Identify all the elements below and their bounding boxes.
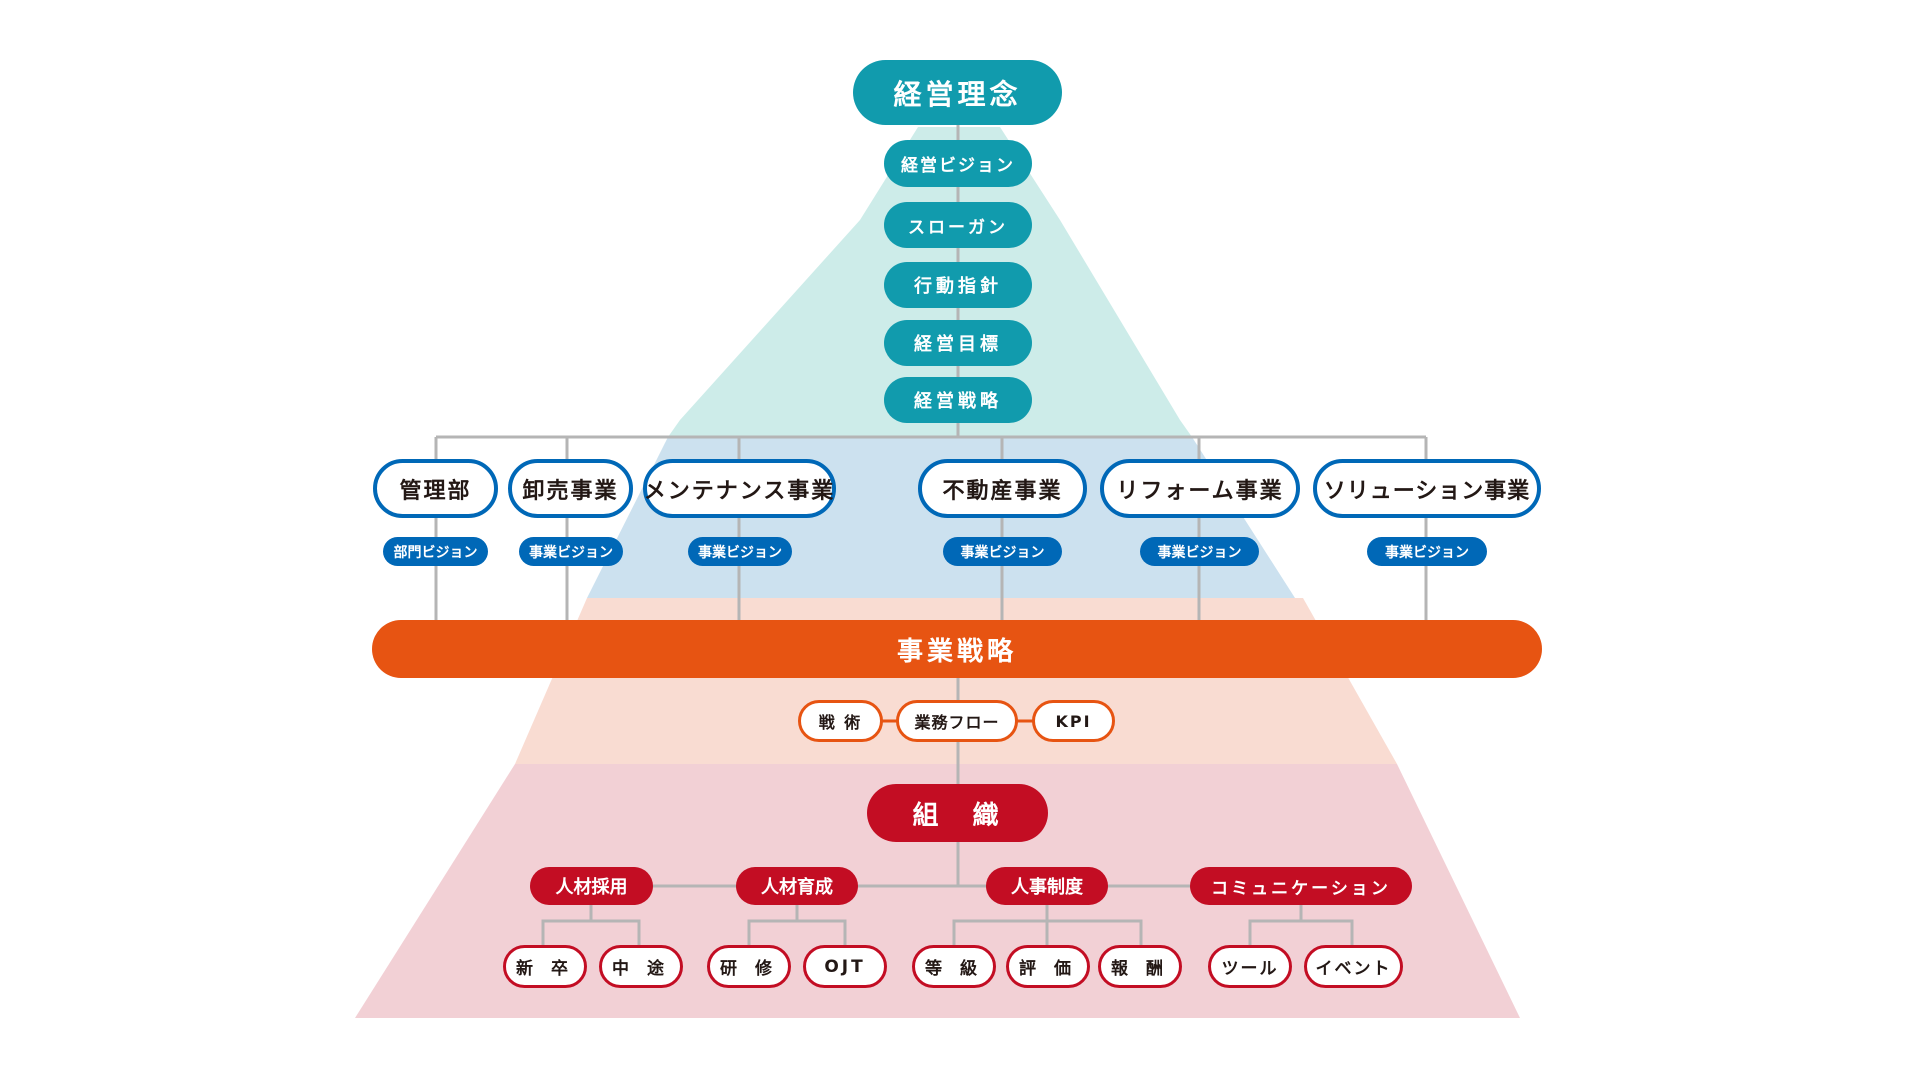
vision-wholesale: 事業ビジョン (519, 537, 623, 566)
dept-admin: 管理部 (373, 459, 498, 518)
philosophy-pill: 経営理念 (853, 60, 1062, 125)
vision-real-estate: 事業ビジョン (943, 537, 1062, 566)
dept-reform: リフォーム事業 (1100, 459, 1300, 518)
dept-solution: ソリューション事業 (1313, 459, 1541, 518)
top-item-slogan: スローガン (884, 202, 1032, 248)
leaf-ojt: OJT (803, 945, 887, 988)
vision-reform: 事業ビジョン (1140, 537, 1259, 566)
business-strategy-bar: 事業戦略 (372, 620, 1542, 678)
dept-wholesale: 卸売事業 (508, 459, 633, 518)
leaf-mid-career: 中 途 (599, 945, 683, 988)
leaf-events: イベント (1304, 945, 1403, 988)
dept-real-estate: 不動産事業 (918, 459, 1087, 518)
dept-maintenance: メンテナンス事業 (643, 459, 836, 518)
group-hr-system: 人事制度 (986, 867, 1108, 905)
leaf-evaluation: 評 価 (1006, 945, 1090, 988)
vision-solution: 事業ビジョン (1367, 537, 1487, 566)
vision-maintenance: 事業ビジョン (688, 537, 792, 566)
leaf-new-grad: 新 卒 (503, 945, 587, 988)
leaf-tools: ツール (1208, 945, 1292, 988)
top-item-guidelines: 行動指針 (884, 262, 1032, 308)
organization-pill: 組 織 (867, 784, 1048, 842)
kpi-pill: KPI (1032, 700, 1115, 742)
leaf-compensation: 報 酬 (1098, 945, 1182, 988)
top-item-goals: 経営目標 (884, 320, 1032, 366)
tactics-pill: 戦 術 (798, 700, 883, 742)
workflow-pill: 業務フロー (896, 700, 1018, 742)
leaf-training: 研 修 (707, 945, 791, 988)
top-item-vision: 経営ビジョン (884, 140, 1032, 187)
leaf-grade: 等 級 (912, 945, 996, 988)
group-communication: コミュニケーション (1190, 867, 1412, 905)
group-recruiting: 人材採用 (530, 867, 653, 905)
group-development: 人材育成 (736, 867, 858, 905)
vision-admin: 部門ビジョン (383, 537, 488, 566)
top-item-strategy: 経営戦略 (884, 377, 1032, 423)
